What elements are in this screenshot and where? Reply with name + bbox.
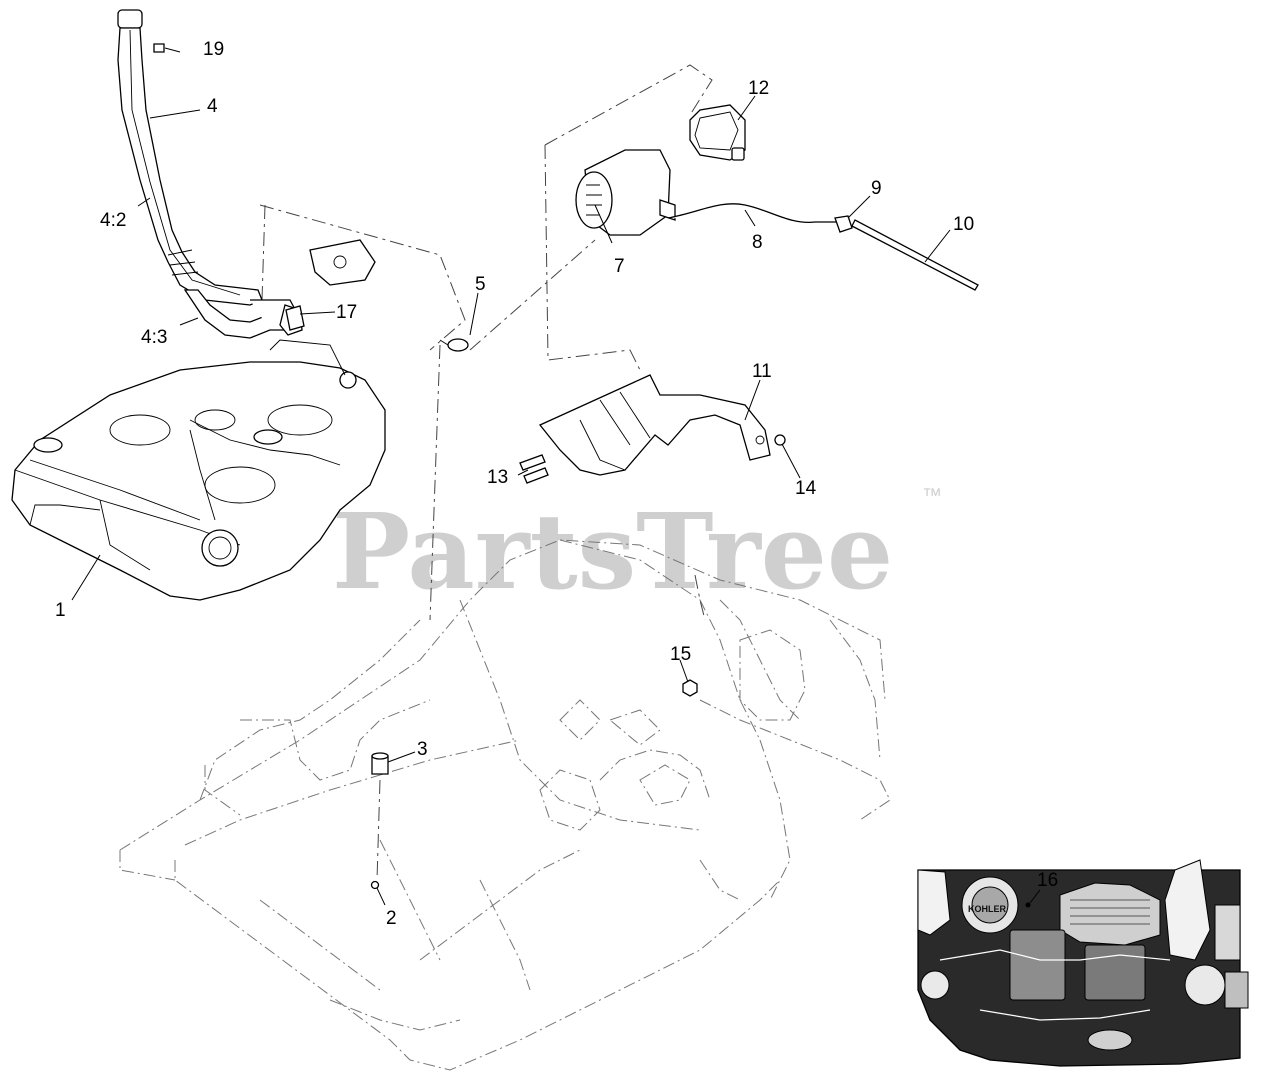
vent-hose	[667, 203, 840, 224]
filler-clip	[153, 43, 165, 53]
callout-12: 12	[748, 78, 769, 99]
callout-9: 9	[871, 178, 882, 199]
inset-brand-label: KOHLER	[968, 904, 1007, 914]
callout-4-2: 4:2	[100, 210, 126, 231]
hose-fitting	[834, 215, 853, 233]
vent-tube	[851, 219, 979, 291]
callout-14: 14	[795, 478, 817, 499]
nut	[682, 679, 698, 697]
callout-11: 11	[752, 361, 772, 382]
chassis-frame	[119, 539, 891, 1071]
leader-lines	[71, 47, 1041, 906]
assembly-phantom-lines	[259, 64, 713, 881]
callout-2: 2	[386, 908, 397, 929]
callout-19: 19	[203, 39, 224, 60]
callout-4: 4	[207, 96, 218, 117]
callout-13: 13	[487, 467, 508, 488]
callout-1: 1	[55, 600, 66, 621]
watermark-text: PartsTree	[332, 490, 893, 613]
callout-15: 15	[670, 644, 691, 665]
callout-17: 17	[336, 302, 357, 323]
callout-7: 7	[614, 256, 625, 277]
bolts	[519, 434, 786, 484]
watermark: PartsTree ™	[332, 485, 942, 613]
spacer-and-fastener	[370, 752, 389, 890]
fuel-tank	[11, 339, 386, 601]
callout-5: 5	[475, 274, 486, 295]
callout-10: 10	[953, 214, 974, 235]
callout-labels: 19 4 4:2 4:3 17 5 12 7 8 9 10 11 13 14 1…	[55, 39, 1058, 929]
callout-8: 8	[752, 232, 763, 253]
carbon-canister	[575, 149, 676, 236]
callout-3: 3	[417, 739, 428, 760]
inset-engine-photo: KOHLER	[917, 859, 1249, 1067]
callout-16: 16	[1037, 870, 1058, 891]
hose-clamp	[439, 338, 469, 352]
canister-strap	[689, 104, 746, 161]
callout-4-3: 4:3	[141, 327, 167, 348]
valve-fitting	[285, 305, 305, 331]
watermark-trademark: ™	[922, 485, 942, 507]
canister-mount-bracket	[538, 374, 771, 476]
